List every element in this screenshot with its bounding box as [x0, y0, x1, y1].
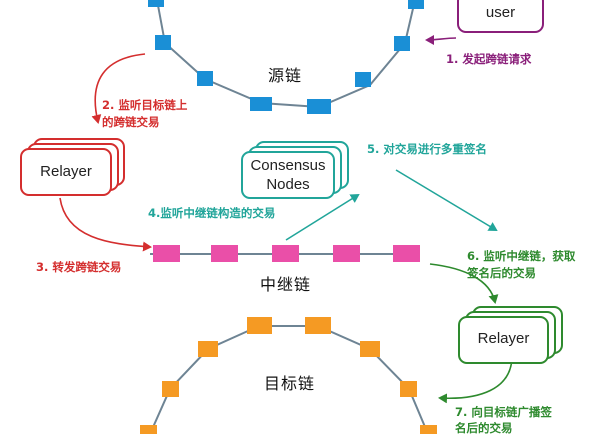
user-label: user	[485, 4, 516, 21]
step7-arrow	[438, 355, 513, 404]
source-chain	[148, 0, 424, 114]
step7-label-2: 名后的交易	[455, 421, 513, 435]
target-block	[140, 425, 157, 434]
source-chain-link	[156, 0, 416, 109]
target-block	[198, 341, 218, 357]
relayer-right-label: Relayer	[477, 330, 530, 347]
step6-label-1: 6. 监听中继链，获取	[467, 249, 576, 263]
relay-block	[393, 245, 420, 262]
target-block	[420, 425, 437, 434]
relay-block	[153, 245, 180, 262]
target-chain-title: 目标链	[264, 374, 316, 393]
step3-arrow	[59, 197, 152, 252]
source-block	[394, 36, 410, 51]
source-block	[155, 35, 171, 50]
relayer-left-node	[20, 148, 112, 196]
relay-chain	[150, 245, 420, 262]
step5-arrow	[395, 169, 498, 232]
target-block	[162, 381, 179, 397]
step2-label-2: 的跨链交易	[102, 115, 160, 129]
source-block	[148, 0, 164, 7]
step6-label-2: 签名后的交易	[467, 266, 536, 280]
target-block	[247, 317, 272, 334]
step4-arrow	[285, 193, 360, 241]
source-block	[408, 0, 424, 9]
step3-label: 3. 转发跨链交易	[36, 260, 122, 274]
source-block	[307, 99, 331, 114]
target-block	[360, 341, 380, 357]
step6-arrow	[429, 263, 499, 304]
step4-label: 4.监听中继链构造的交易	[148, 206, 276, 220]
step7-label-1: 7. 向目标链广播签	[455, 405, 552, 419]
relay-block	[211, 245, 238, 262]
relay-block	[272, 245, 299, 262]
step2-label-1: 2. 监听目标链上	[102, 98, 188, 112]
target-chain	[140, 317, 437, 434]
step5-label: 5. 对交易进行多重签名	[367, 142, 487, 156]
consensus-node	[241, 151, 335, 199]
relayer-left-label: Relayer	[40, 163, 92, 180]
target-block	[305, 317, 331, 334]
step2-arrow	[91, 53, 146, 124]
consensus-label-1: Consensus	[250, 157, 326, 174]
target-block	[400, 381, 417, 397]
user-node	[457, 0, 544, 33]
relay-chain-title: 中继链	[260, 275, 312, 294]
source-chain-title: 源链	[268, 66, 303, 85]
source-block	[355, 72, 371, 87]
relayer-right-node	[458, 316, 549, 364]
step1-label: 1. 发起跨链请求	[446, 52, 532, 66]
consensus-label-2: Nodes	[266, 176, 310, 193]
step1-arrow	[425, 34, 457, 45]
source-block	[197, 71, 213, 86]
source-block	[250, 97, 272, 111]
relay-block	[333, 245, 360, 262]
